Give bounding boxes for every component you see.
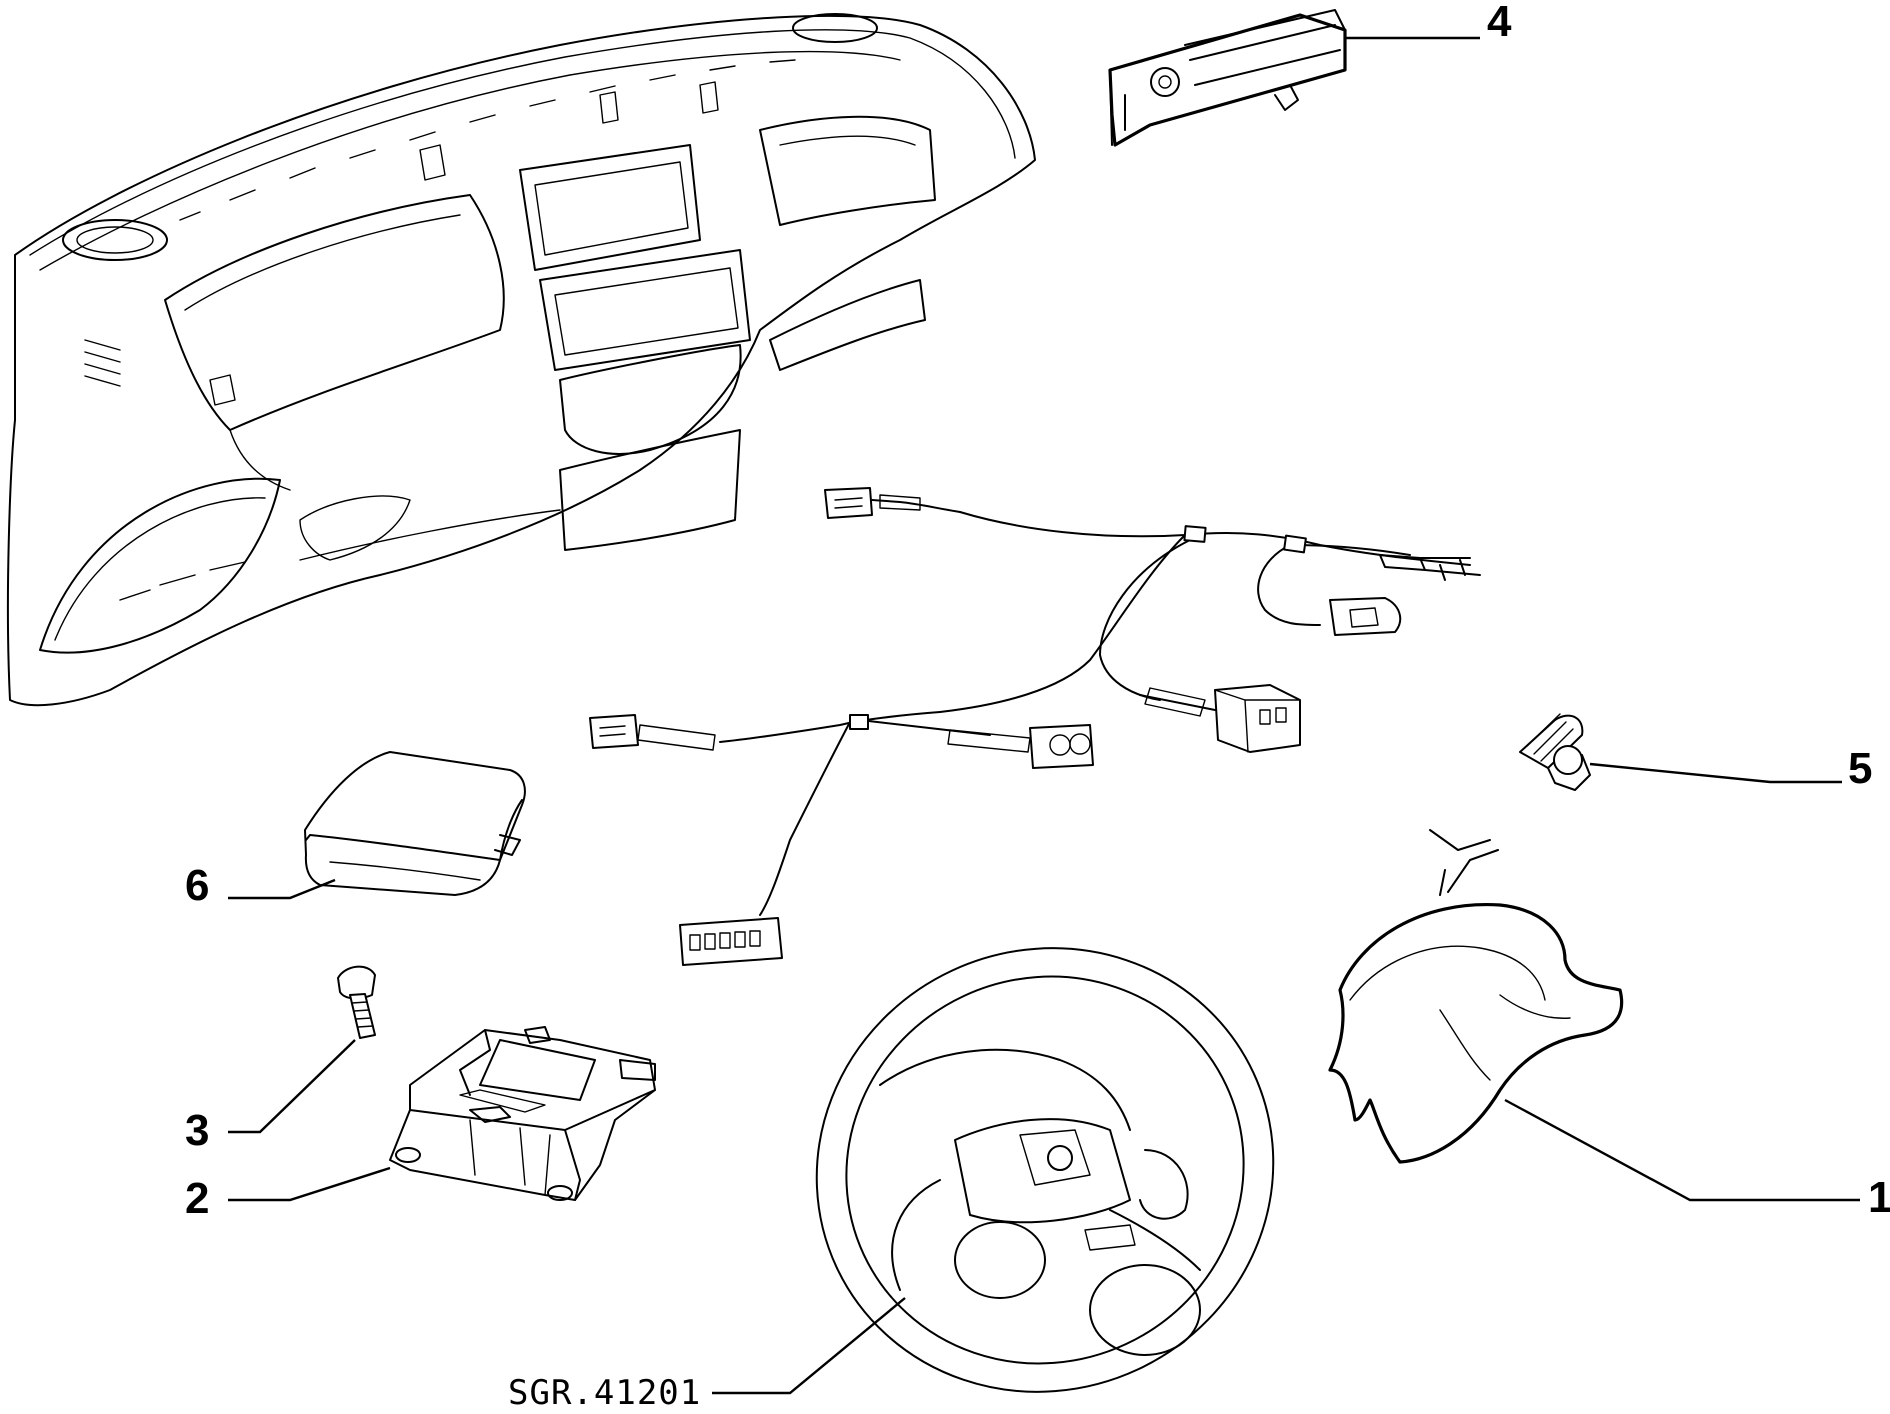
leader-lines [228,36,1860,1395]
callout-4: 4 [1487,0,1512,46]
callout-1: 1 [1868,1173,1890,1222]
control-unit-bolt [337,965,376,1039]
leader-line-1 [1504,1098,1860,1202]
steering-wheel-bolt [1519,713,1591,791]
reference-code: SGR.41201 [508,1373,701,1413]
driver-airbag-cushion [1328,829,1624,1164]
callout-labels: 1 2 3 4 5 6 SGR.41201 [185,0,1890,1413]
knee-airbag-pad [304,751,526,896]
airbag-wiring-harness [589,487,1481,966]
dashboard-panel [6,13,1036,707]
callout-6: 6 [185,861,209,910]
passenger-airbag-module [1108,9,1347,147]
airbag-control-unit [389,1026,656,1201]
leader-line-3 [228,1039,356,1134]
leader-line-2 [228,1166,391,1202]
callout-3: 3 [185,1106,209,1155]
steering-wheel [815,947,1275,1393]
leader-line-5 [1589,762,1842,784]
leader-line-6 [228,878,336,900]
callout-2: 2 [185,1174,209,1223]
callout-5: 5 [1848,744,1872,793]
leader-line-ref [712,1297,906,1395]
